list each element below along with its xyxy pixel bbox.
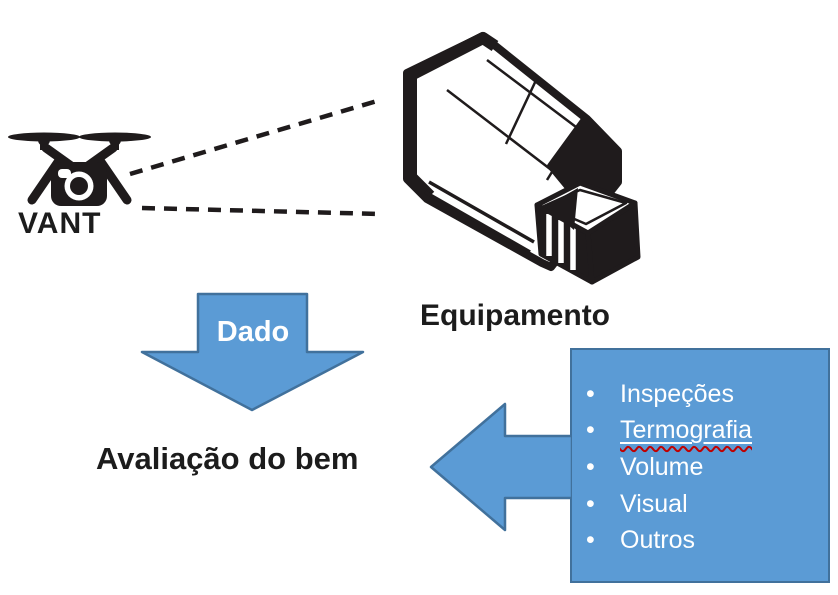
list-item-label: Visual	[620, 489, 688, 518]
list-item: • Volume	[586, 449, 828, 486]
list-item-label: Volume	[620, 452, 704, 481]
drone-icon	[8, 132, 151, 206]
equipment-label: Equipamento	[420, 299, 611, 332]
vant-label: VANT	[18, 207, 102, 240]
list-item: • Inspeções	[586, 376, 828, 413]
list-item: • Visual	[586, 486, 828, 523]
bullet-icon: •	[586, 416, 595, 445]
bullet-icon: •	[586, 379, 595, 408]
dado-label: Dado	[216, 316, 290, 348]
info-left-arrow	[429, 402, 572, 532]
info-list: • Inspeções • Termografia • Volume • Vis…	[572, 350, 828, 559]
info-box: • Inspeções • Termografia • Volume • Vis…	[570, 348, 830, 583]
result-label: Avaliação do bem	[96, 441, 359, 476]
list-item: • Outros	[586, 522, 828, 559]
bullet-icon: •	[586, 452, 595, 481]
data-down-arrow	[140, 292, 365, 412]
list-item-label: Termografia	[620, 416, 752, 445]
list-item-label: Outros	[620, 526, 696, 555]
bullet-icon: •	[586, 489, 595, 518]
bullet-icon: •	[586, 526, 595, 555]
list-item-label: Inspeções	[620, 379, 734, 408]
list-item: • Termografia	[586, 413, 828, 450]
equipment-icon	[403, 32, 641, 285]
